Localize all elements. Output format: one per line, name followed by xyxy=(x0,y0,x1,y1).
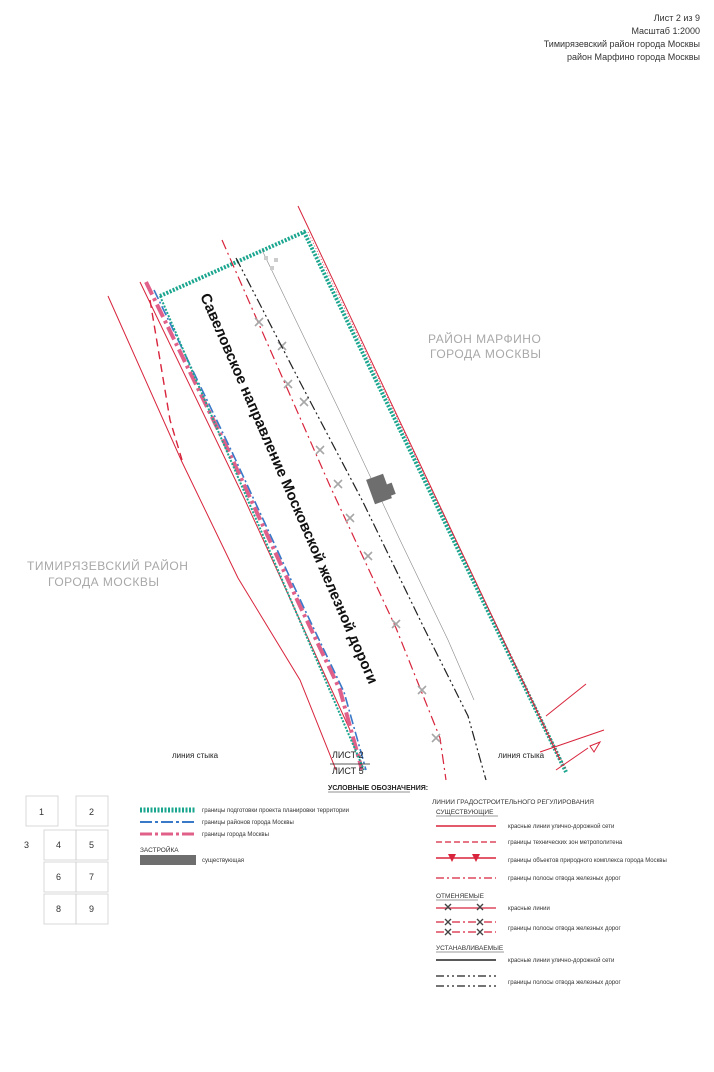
small-structures xyxy=(264,256,278,270)
marfino-label-1: РАЙОН МАРФИНО xyxy=(428,331,541,346)
legend-buildings-head: ЗАСТРОЙКА xyxy=(140,845,179,854)
cancelled-markers xyxy=(254,317,441,743)
index-cell-1[interactable]: 1 xyxy=(39,807,44,817)
district-boundary-line xyxy=(153,289,367,771)
red-line-right-junction xyxy=(545,683,587,717)
legend-natural-marker-1 xyxy=(448,854,456,862)
sheet-marker-bottom: ЛИСТ 5 xyxy=(332,766,364,776)
legend-existing-item-2: границы технических зон метрополитена xyxy=(508,840,623,846)
sheet-index-grid xyxy=(25,795,109,925)
index-cell-5[interactable]: 5 xyxy=(89,840,94,850)
junction-label-right: линия стыка xyxy=(498,751,545,760)
red-line-right-edge xyxy=(297,205,561,761)
city-boundary-line xyxy=(144,281,364,771)
sheet-index-numbers: 1 2 3 4 5 6 7 8 9 xyxy=(24,807,94,914)
legend-existing-item-1: красные линии улично-дорожной сети xyxy=(508,823,614,830)
legend-building-item: существующая xyxy=(202,858,244,864)
railway-label: Савеловское направление Московской желез… xyxy=(196,291,381,687)
red-dashed-line xyxy=(149,299,183,461)
index-cell-2[interactable]: 2 xyxy=(89,807,94,817)
planning-boundary-left xyxy=(159,295,365,771)
planning-boundary xyxy=(159,229,568,773)
index-cell-4[interactable]: 4 xyxy=(56,840,61,850)
established-red-line xyxy=(261,249,475,701)
natural-complex-boundary xyxy=(539,729,605,753)
established-rail-boundary xyxy=(235,257,487,781)
legend-established-head: УСТАНАВЛИВАЕМЫЕ xyxy=(436,945,504,952)
marfino-label-2: ГОРОДА МОСКВЫ xyxy=(430,347,542,361)
legend-item-planning: границы подготовки проекта планировки те… xyxy=(202,808,349,814)
sheet-marker-top: ЛИСТ 2 xyxy=(332,750,364,760)
legend-existing-item-4: границы полосы отвода железных дорог xyxy=(508,876,621,882)
index-cell-9[interactable]: 9 xyxy=(89,904,94,914)
cancelled-red-line xyxy=(221,239,447,781)
timiryazev-label-2: ГОРОДА МОСКВЫ xyxy=(48,575,160,589)
legend-item-districts: границы районов города Москвы xyxy=(202,819,294,826)
legend-natural-marker-2 xyxy=(472,854,480,862)
red-line-outer xyxy=(107,295,337,771)
map-scale: Масштаб 1:2000 xyxy=(631,26,700,36)
district-title-1: Тимирязевский район города Москвы xyxy=(543,39,700,49)
legend-lines-head: ЛИНИИ ГРАДОСТРОИТЕЛЬНОГО РЕГУЛИРОВАНИЯ xyxy=(432,799,594,806)
sheet-number: Лист 2 из 9 xyxy=(653,13,700,23)
legend-established-item-1: красные линии улично-дорожной сети xyxy=(508,957,614,964)
legend-existing-head: СУЩЕСТВУЮЩИЕ xyxy=(436,809,494,816)
legend-existing-item-3: границы объектов природного комплекса го… xyxy=(508,858,667,864)
legend-cancelled-head: ОТМЕНЯЕМЫЕ xyxy=(436,893,485,900)
red-line-right-junction-2 xyxy=(555,747,589,771)
index-cell-3[interactable]: 3 xyxy=(24,840,29,850)
legend-item-city: границы города Москвы xyxy=(202,832,269,838)
red-line-right-edge-2 xyxy=(307,231,567,771)
legend-cancelled-cross-icons xyxy=(444,903,484,911)
legend-title: УСЛОВНЫЕ ОБОЗНАЧЕНИЯ: xyxy=(328,785,428,792)
timiryazev-label-1: ТИМИРЯЗЕВСКИЙ РАЙОН xyxy=(27,558,188,573)
district-title-2: район Марфино города Москвы xyxy=(567,52,700,62)
sheet-header: Лист 2 из 9 Масштаб 1:2000 Тимирязевский… xyxy=(544,12,700,64)
natural-complex-marker xyxy=(589,740,602,753)
index-cell-7[interactable]: 7 xyxy=(89,872,94,882)
legend-cancelled-item-1: красные линии xyxy=(508,906,550,912)
junction-label-left: линия стыка xyxy=(172,751,219,760)
legend-established-item-2: границы полосы отвода железных дорог xyxy=(508,980,621,986)
legend-cancelled-rail-cross-icons xyxy=(444,918,484,936)
index-cell-8[interactable]: 8 xyxy=(56,904,61,914)
legend-cancelled-item-2: границы полосы отвода железных дорог xyxy=(508,926,621,932)
index-cell-6[interactable]: 6 xyxy=(56,872,61,882)
legend-swatch-building xyxy=(140,855,196,865)
existing-building xyxy=(366,473,396,505)
